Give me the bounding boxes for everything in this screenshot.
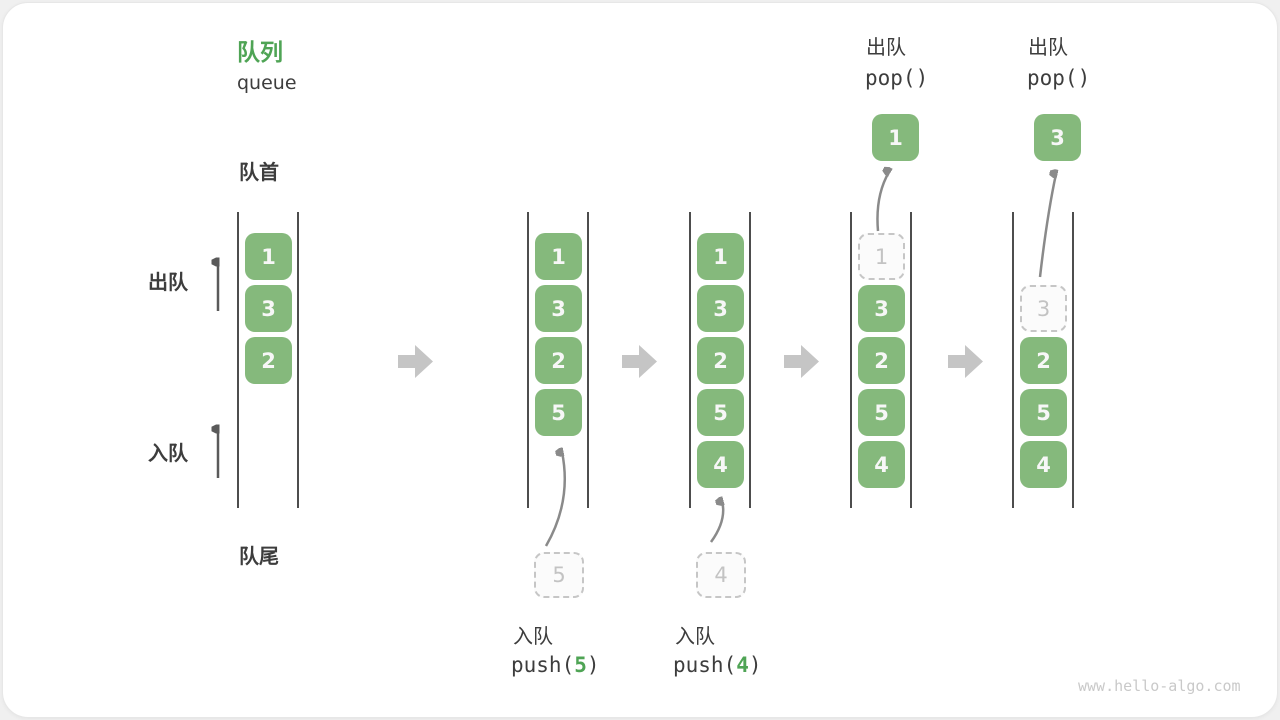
push-operation-label: 入队 — [513, 624, 553, 648]
queue-element-5: 5 — [1020, 389, 1067, 436]
queue-element-3: 3 — [858, 285, 905, 332]
queue-element-2: 2 — [858, 337, 905, 384]
queue-element-2: 2 — [1020, 337, 1067, 384]
popped-element-1: 1 — [872, 114, 919, 161]
queue-element-5: 5 — [535, 389, 582, 436]
queue-element-2: 2 — [245, 337, 292, 384]
push-code-arg: 5 — [574, 653, 587, 677]
queue-element-1: 1 — [245, 233, 292, 280]
push-operation-label: 入队 — [675, 624, 715, 648]
push-code-fn: push( — [511, 653, 575, 677]
pop-code-label: pop() — [865, 66, 929, 90]
popped-element-3: 3 — [1034, 114, 1081, 161]
queue-rear-label: 队尾 — [239, 544, 279, 568]
dequeue-side-label: 出队 — [148, 270, 188, 294]
queue-element-4: 4 — [858, 441, 905, 488]
queue-element-2: 2 — [535, 337, 582, 384]
queue-element-4: 4 — [1020, 441, 1067, 488]
queue-element-4: 4 — [697, 441, 744, 488]
queue-element-ghost-1: 1 — [858, 233, 905, 280]
push-code-close: ) — [586, 653, 600, 677]
queue-column-state-initial: 1 3 2 — [237, 212, 299, 508]
pop-code-label: pop() — [1027, 66, 1091, 90]
queue-column-state-after-pop-3: 3 2 5 4 3 出队 pop() — [1012, 35, 1090, 508]
queue-front-label: 队首 — [239, 160, 279, 184]
pop-operation-label: 出队 — [866, 35, 906, 59]
diagram-title-en: queue — [237, 72, 297, 94]
push-code-close: ) — [748, 653, 762, 677]
pending-element-5: 5 — [534, 552, 584, 598]
queue-column-state-after-pop-1: 1 3 2 5 4 1 出队 pop() — [850, 35, 928, 508]
push-code-arg: 4 — [736, 653, 749, 677]
push-code-fn: push( — [673, 653, 737, 677]
queue-element-3: 3 — [245, 285, 292, 332]
enqueue-side-label: 入队 — [148, 441, 188, 465]
queue-element-1: 1 — [535, 233, 582, 280]
queue-element-3: 3 — [535, 285, 582, 332]
pending-element-4: 4 — [696, 552, 746, 598]
watermark-url: www.hello-algo.com — [1078, 677, 1241, 695]
queue-element-5: 5 — [858, 389, 905, 436]
diagram-title-zh: 队列 — [237, 40, 283, 66]
queue-element-1: 1 — [697, 233, 744, 280]
queue-element-2: 2 — [697, 337, 744, 384]
queue-element-3: 3 — [697, 285, 744, 332]
pop-operation-label: 出队 — [1028, 35, 1068, 59]
queue-element-5: 5 — [697, 389, 744, 436]
queue-element-ghost-3: 3 — [1020, 285, 1067, 332]
push-code-label: push(4) — [673, 653, 762, 677]
push-code-label: push(5) — [511, 653, 600, 677]
